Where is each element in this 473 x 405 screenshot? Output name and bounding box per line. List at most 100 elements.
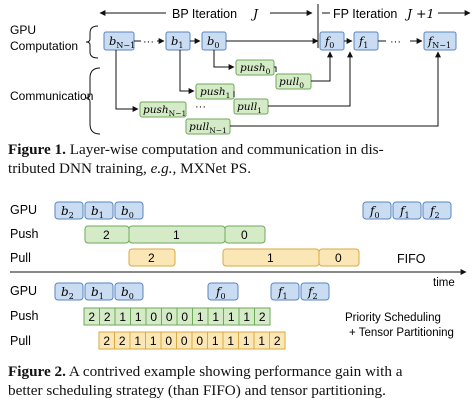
block-b0-text: b0	[207, 34, 219, 50]
bottom-push-chunk-label: 1	[212, 310, 219, 324]
partition-label: + Tensor Partitioning	[349, 327, 454, 339]
bottom-push-chunk-label: 2	[259, 310, 266, 324]
fp-label: FP Iteration	[333, 7, 397, 21]
block-push-n-1	[139, 101, 187, 118]
top-gpu-b0-text: b0	[121, 204, 134, 220]
priority-label: Priority Scheduling	[345, 312, 441, 324]
bottom-pull-chunk-label: 0	[196, 334, 203, 348]
figure2-caption-text-a: A contrived example showing performance …	[68, 363, 403, 380]
bottom-pull-chunk-label: 1	[243, 334, 250, 348]
bottom-pull-chunk-label: 1	[258, 334, 265, 348]
bottom-push-chunk-label: 0	[150, 310, 157, 324]
dots-bp: ···	[143, 36, 154, 48]
bottom-pull-chunk-label: 0	[181, 334, 188, 348]
bottom-pull-chunk-label: 1	[134, 334, 141, 348]
figure1-caption: Figure 1. Layer-wise computation and com…	[8, 140, 468, 178]
bp-var: J	[250, 6, 259, 21]
arrow-b1-push1	[179, 50, 195, 94]
block-f-n-1-text: fN−1	[427, 34, 451, 50]
bottom-gpu-b1	[84, 282, 114, 301]
bottom-gpu-b2-text: b2	[61, 285, 74, 301]
top-pull-0-text: 0	[335, 251, 342, 265]
bottom-row-pull: Pull	[10, 334, 31, 348]
bottom-pull-chunk-label: 1	[150, 334, 157, 348]
bottom-push-chunk-label: 0	[166, 310, 173, 324]
bottom-push-chunk-label: 1	[243, 310, 250, 324]
block-f1-text: f1	[358, 34, 368, 50]
bottom-pull-chunk-label: 0	[165, 334, 172, 348]
arrow-pull0-f0	[311, 51, 333, 82]
gpu-brace	[85, 25, 99, 59]
arrow-push0-pull0	[274, 66, 277, 72]
bottom-gpu-f2-text: f2	[307, 285, 318, 301]
bottom-pull-chunk-label: 2	[103, 334, 110, 348]
figure1-diagram: BP Iteration J FP Iteration J +1 GPU Com…	[10, 4, 471, 135]
bottom-push-chunk-label: 2	[104, 310, 111, 324]
dots-fp: ···	[390, 36, 401, 48]
bottom-gpu-f0-text: f0	[215, 285, 226, 301]
bottom-gpu-b0-text: b0	[121, 285, 134, 301]
bottom-push-chunk-label: 1	[197, 310, 204, 324]
block-f-n-1	[423, 31, 457, 51]
figure2-caption: Figure 2. A contrived example showing pe…	[8, 362, 468, 400]
block-push0-text: push0	[240, 62, 271, 76]
figure1-caption-eg: e.g.	[150, 160, 173, 177]
top-gpu-f1	[392, 201, 422, 220]
dots-comm: ···	[195, 101, 206, 113]
top-push-1-text: 1	[173, 228, 180, 242]
bottom-push-chunk-label: 1	[228, 310, 235, 324]
row-label-computation: Computation	[10, 39, 78, 53]
figure1-caption-text-a: Layer-wise computation and communication…	[69, 141, 384, 158]
top-pull-1-text: 1	[267, 251, 274, 265]
block-b1-text: b1	[171, 34, 183, 50]
bottom-pull-chunk-label: 2	[119, 334, 126, 348]
bottom-pull-chunk-label: 1	[227, 334, 234, 348]
top-row-pull: Pull	[10, 251, 31, 265]
bottom-push-chunk-label: 1	[119, 310, 126, 324]
bottom-push-chunk-label: 1	[135, 310, 142, 324]
bp-label: BP Iteration	[172, 7, 237, 21]
top-gpu-f0	[362, 201, 392, 220]
block-pull1-text: pull1	[237, 101, 262, 115]
row-label-gpu: GPU	[10, 23, 36, 37]
bottom-pull-chunk-label: 2	[274, 334, 281, 348]
row-label-communication: Communication	[10, 89, 93, 103]
bottom-gpu-f1-text: f1	[277, 285, 288, 301]
block-f0-text: f0	[324, 34, 334, 50]
figure2-diagram: GPU Push Pull b2 b1 b0 f0 f1 f2 2 1 0 2 …	[10, 201, 467, 350]
bottom-gpu-b1-text: b1	[91, 285, 104, 301]
top-gpu-b2-text: b2	[61, 204, 74, 220]
top-push-0-text: 0	[241, 228, 248, 242]
block-pull-n-1-text: pullN−1	[189, 121, 227, 135]
block-b-n-1-text: bN−1	[109, 34, 135, 50]
bottom-gpu-f2	[300, 282, 330, 301]
block-pull0-text: pull0	[279, 76, 304, 90]
block-push1-text: push1	[200, 86, 230, 100]
top-pull-2	[128, 248, 176, 267]
top-gpu-b0	[114, 201, 144, 220]
bottom-pull-chunk-label: 1	[212, 334, 219, 348]
bottom-gpu-f1	[270, 282, 300, 301]
top-gpu-b1	[84, 201, 114, 220]
top-pull-0	[318, 248, 360, 267]
figure1-caption-text-c: , MXNet PS.	[172, 160, 251, 177]
block-push-n-1-text: pushN−1	[143, 104, 186, 118]
bottom-gpu-b0	[114, 282, 144, 301]
bottom-push-chunk-label: 0	[181, 310, 188, 324]
top-row-push: Push	[10, 227, 39, 241]
arrow-b0-push0	[213, 50, 235, 70]
bottom-row-gpu: GPU	[10, 284, 37, 298]
bottom-gpu-b2	[54, 282, 84, 301]
arrow-pulln1-fn1	[230, 51, 441, 127]
top-gpu-f2-text: f2	[429, 204, 440, 220]
bottom-pull-chunk	[269, 331, 286, 350]
top-gpu-f0-text: f0	[369, 204, 380, 220]
bottom-row-push: Push	[10, 309, 39, 323]
arrow-pull1-f1	[268, 51, 353, 107]
top-gpu-b1-text: b1	[91, 204, 104, 220]
bottom-push-chunk	[254, 307, 271, 326]
fp-label-bg	[330, 5, 438, 21]
